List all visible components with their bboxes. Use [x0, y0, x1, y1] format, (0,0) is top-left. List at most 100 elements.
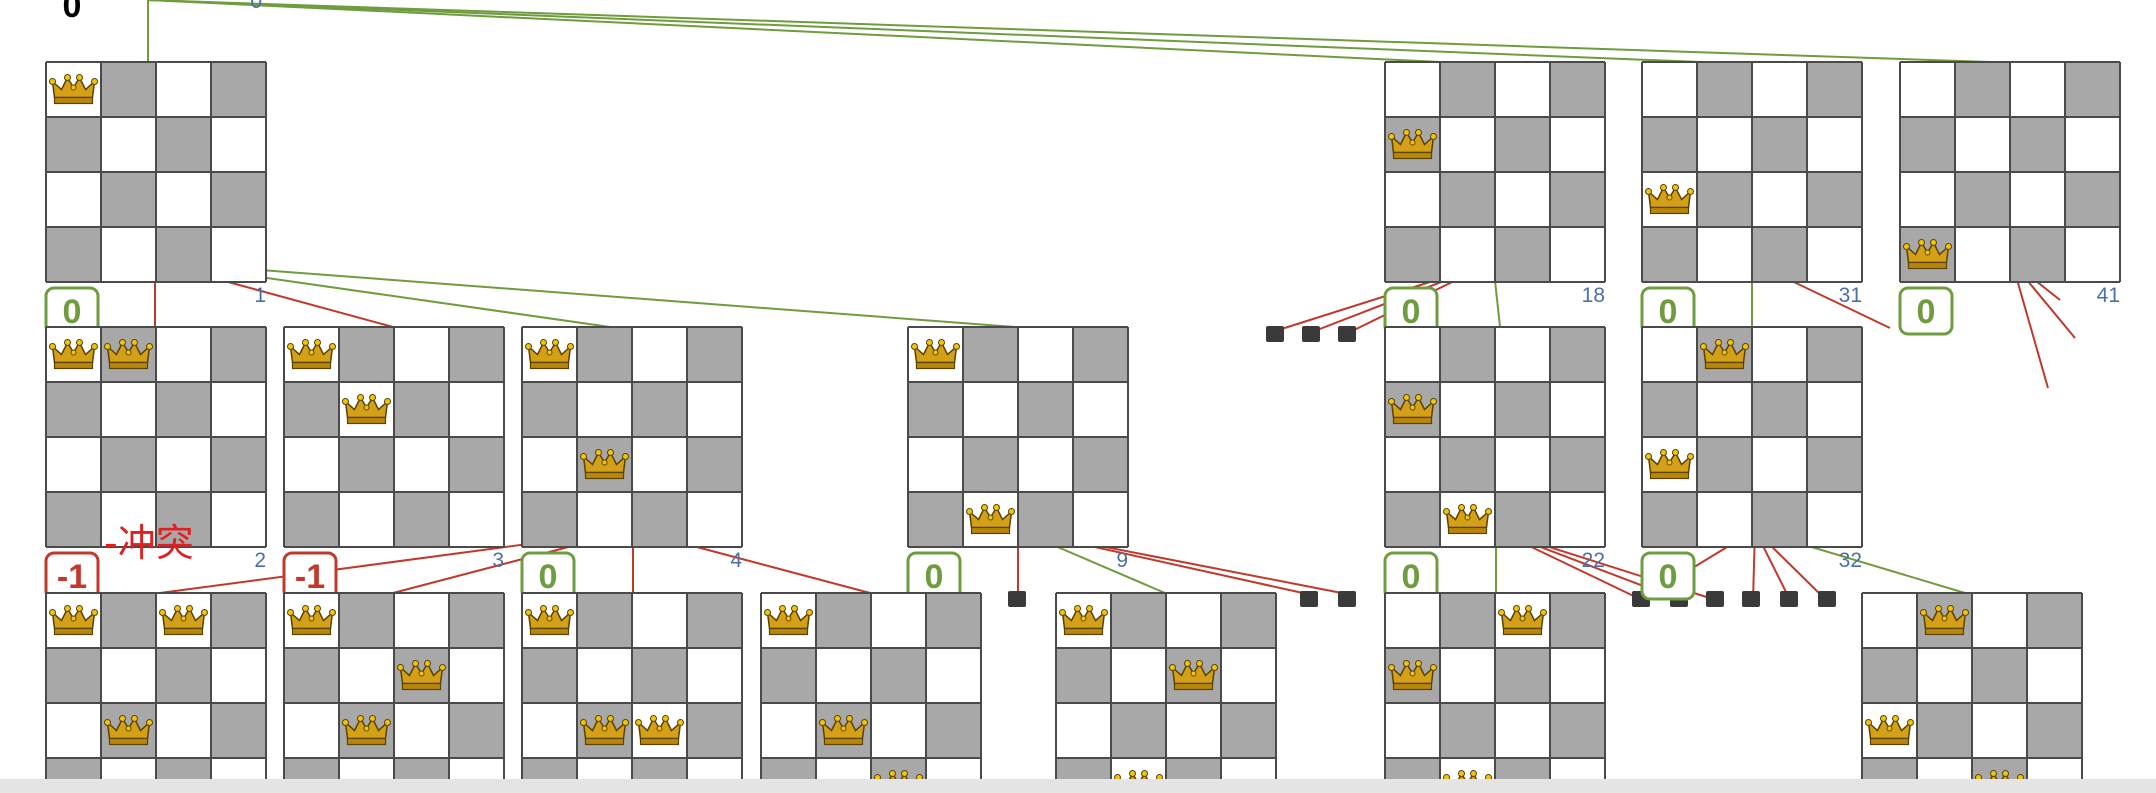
crown-icon: [159, 605, 208, 636]
conflict-annotation: -冲突: [104, 521, 194, 565]
node-score: -1: [295, 558, 325, 596]
node-score: -1: [57, 558, 87, 596]
tree-edge: [154, 261, 1016, 328]
node-id: 4: [730, 549, 742, 572]
board-node: 0 31: [1640, 61, 1863, 336]
crown-icon: [635, 715, 684, 746]
crown-icon: [525, 605, 574, 636]
square-stub-icon: [1338, 591, 1356, 607]
crown-icon: [580, 449, 629, 480]
node-score: 0: [539, 558, 558, 596]
node-id: 1: [254, 284, 266, 307]
board-node: 0 32: [1640, 326, 1863, 601]
crown-icon: [1498, 605, 1547, 636]
chessboard: [1384, 326, 1606, 548]
bottom-scroll-bar: [0, 779, 2156, 793]
square-stub-icon: [1266, 326, 1284, 342]
crown-icon: [580, 715, 629, 746]
square-stub-icon: [1818, 591, 1836, 607]
node-score: 0: [1659, 293, 1678, 331]
board-node: [1861, 592, 2083, 793]
tree-edge: [147, 0, 1991, 63]
board-node: 0 22: [1383, 326, 1606, 601]
root-node: 0 0: [46, 0, 262, 26]
board-node: [45, 592, 267, 793]
square-stub-icon: [1742, 591, 1760, 607]
crown-icon: [764, 605, 813, 636]
crown-icon: [104, 339, 153, 370]
crown-icon: [1700, 339, 1749, 370]
node-score: 0: [925, 558, 944, 596]
crown-icon: [1920, 605, 1969, 636]
crown-icon: [342, 394, 391, 425]
board-node: [521, 592, 743, 793]
chessboard: [1641, 61, 1863, 283]
board-node: [283, 592, 505, 793]
node-id: 32: [1839, 549, 1862, 572]
root-id: 0: [250, 0, 262, 13]
board-node: [760, 592, 982, 793]
square-stub-icon: [1008, 591, 1026, 607]
root-score-box: [46, 0, 98, 26]
chessboard: [1384, 61, 1606, 283]
chessboard: [907, 326, 1129, 548]
root-score: 0: [63, 0, 82, 25]
crown-icon: [819, 715, 868, 746]
chessboard: [1384, 592, 1606, 793]
node-score: 0: [1402, 558, 1421, 596]
crown-icon: [1388, 660, 1437, 691]
square-stub-icon: [1300, 591, 1318, 607]
crown-icon: [342, 715, 391, 746]
tree-edge: [147, 0, 1701, 63]
crown-icon: [525, 339, 574, 370]
crown-icon: [1645, 184, 1694, 215]
crown-icon: [911, 339, 960, 370]
crown-icon: [1059, 605, 1108, 636]
crown-icon: [49, 605, 98, 636]
crown-icon: [1388, 129, 1437, 160]
crown-icon: [1443, 504, 1492, 535]
node-id: 18: [1582, 284, 1605, 307]
board-node: 0 18: [1383, 61, 1606, 336]
square-stub-icon: [1302, 326, 1320, 342]
crown-icon: [1903, 239, 1952, 270]
node-id: 3: [492, 549, 504, 572]
node-id: 41: [2097, 284, 2120, 307]
crown-icon: [287, 605, 336, 636]
board-node: 0 41: [1898, 61, 2121, 336]
node-id: 9: [1116, 549, 1128, 572]
chessboard: [1899, 61, 2121, 283]
chessboard: [45, 61, 267, 283]
square-stub-icon: [1780, 591, 1798, 607]
board-node: -1 2: [44, 326, 267, 601]
node-score: 0: [1402, 293, 1421, 331]
crown-icon: [1865, 715, 1914, 746]
node-score: 0: [1917, 293, 1936, 331]
node-id: 22: [1582, 549, 1605, 572]
crown-icon: [966, 504, 1015, 535]
crown-icon: [397, 660, 446, 691]
score-box: [1640, 551, 1696, 601]
crown-icon: [287, 339, 336, 370]
node-id: 31: [1839, 284, 1862, 307]
score-box: [1898, 286, 1954, 336]
tree-edge: [147, 0, 1441, 63]
crown-icon: [49, 339, 98, 370]
square-stub-icon: [1338, 326, 1356, 342]
node-id: 2: [254, 549, 266, 572]
node-score: 0: [63, 293, 82, 331]
board-node: [1384, 592, 1606, 793]
board-node: -1 3: [282, 326, 505, 601]
chessboard: [45, 326, 267, 548]
board-node: [1055, 592, 1277, 793]
chessboard: [521, 592, 743, 793]
crown-icon: [1169, 660, 1218, 691]
chessboard: [1641, 326, 1863, 548]
node-score: 0: [1659, 558, 1678, 596]
chessboard: [1861, 592, 2083, 793]
